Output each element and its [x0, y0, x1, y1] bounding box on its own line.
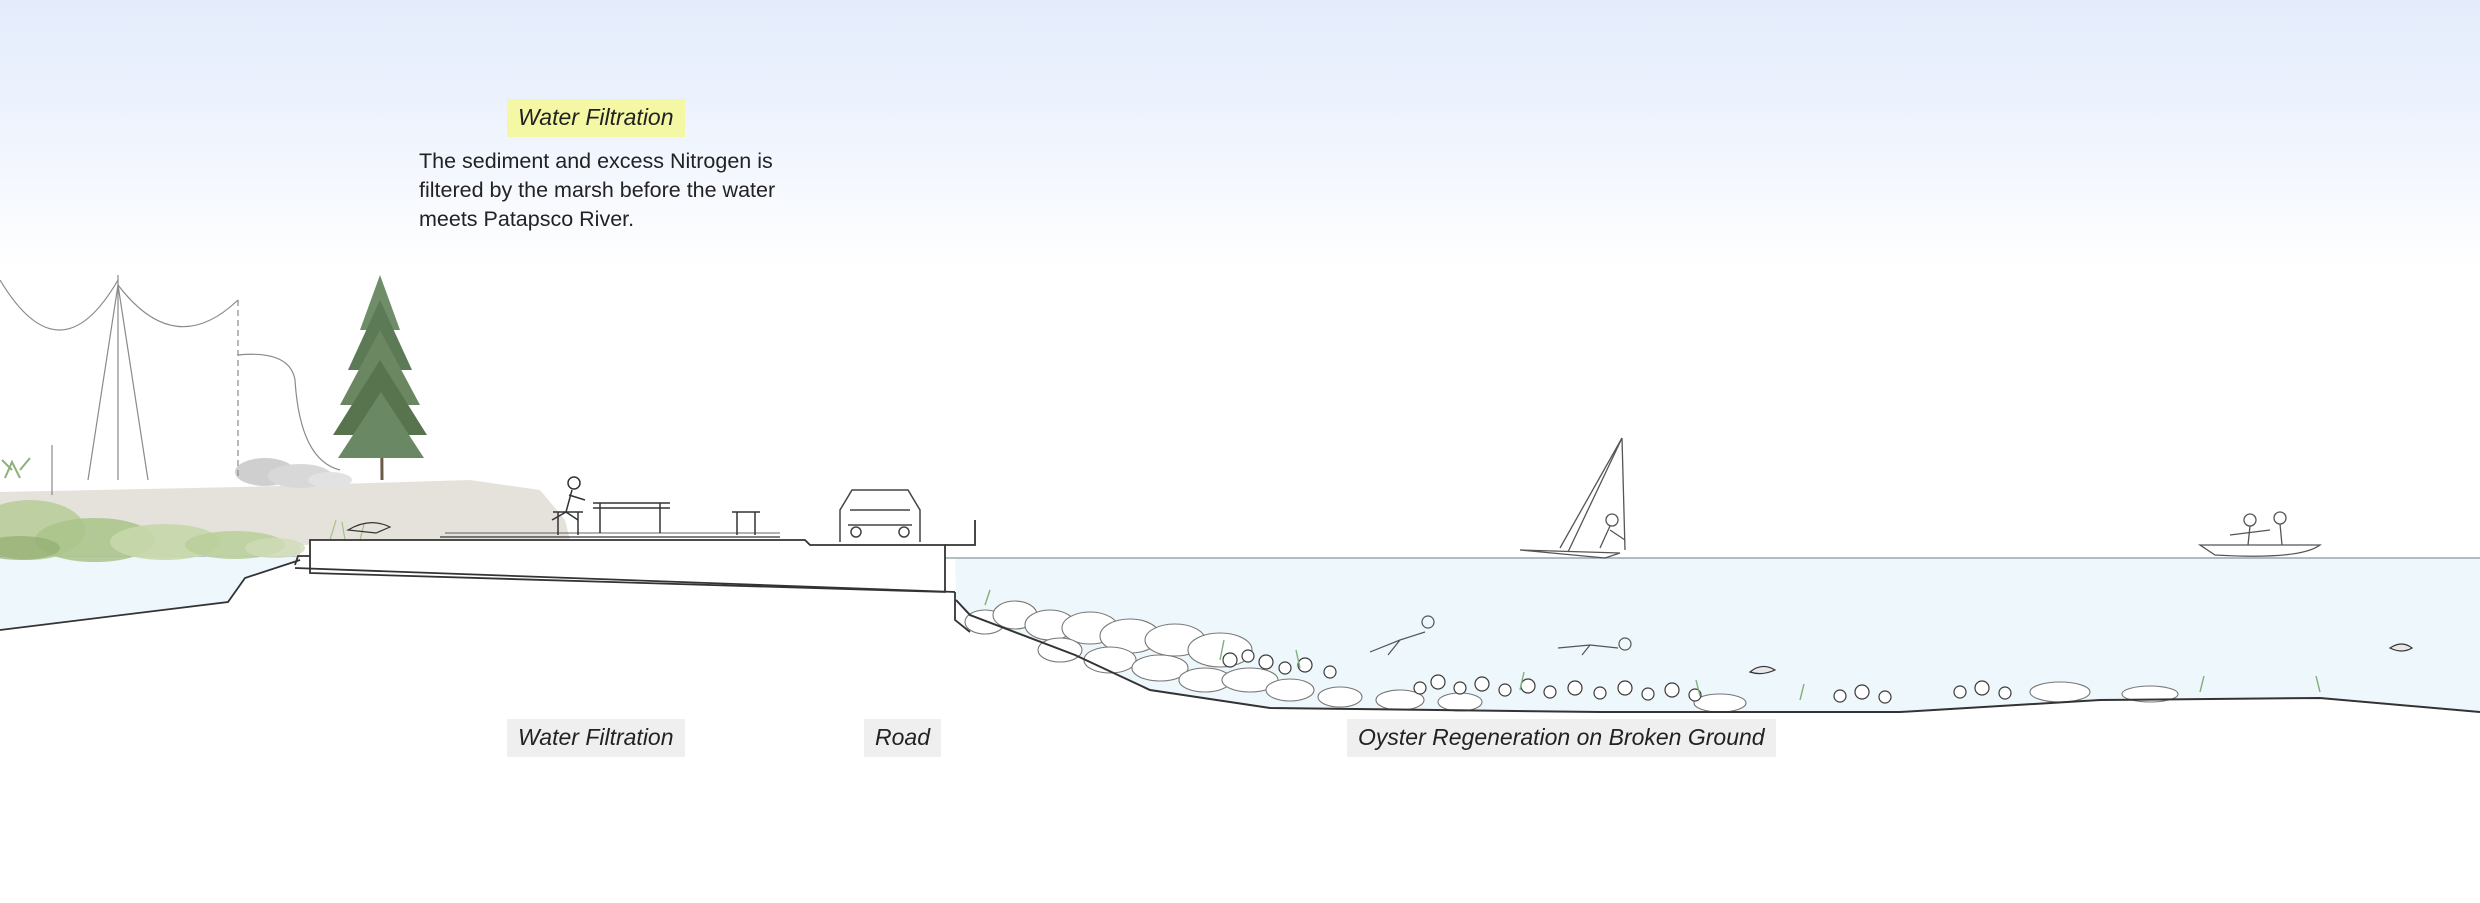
- zone-label-road: Road: [864, 719, 941, 757]
- fish: [1748, 643, 2414, 675]
- shrubs: [235, 458, 352, 488]
- oyster-reef: [1222, 649, 2012, 704]
- zone-label-water-filtration: Water Filtration: [507, 719, 685, 757]
- site-furniture: [346, 476, 760, 535]
- zone-label-oyster-regeneration: Oyster Regeneration on Broken Ground: [1347, 719, 1776, 757]
- windsurfer: [1519, 437, 1626, 559]
- marsh-water: [0, 556, 300, 630]
- car: [839, 489, 921, 542]
- kayakers: [2197, 511, 2322, 557]
- water-filtration-description: The sediment and excess Nitrogen is filt…: [419, 149, 776, 231]
- water-filtration-heading: Water Filtration: [507, 99, 685, 137]
- divers: [1369, 615, 1632, 656]
- shoreline-rocks: [964, 600, 2179, 713]
- marsh-ground: [0, 559, 301, 631]
- marsh-vegetation: [0, 457, 365, 562]
- sky-gradient: [0, 0, 2480, 270]
- power-line-towers: [0, 275, 341, 495]
- promenade-and-road: [294, 520, 976, 633]
- seagrass: [984, 589, 2321, 701]
- evergreen-tree: [333, 275, 427, 481]
- river-bed: [955, 599, 2480, 713]
